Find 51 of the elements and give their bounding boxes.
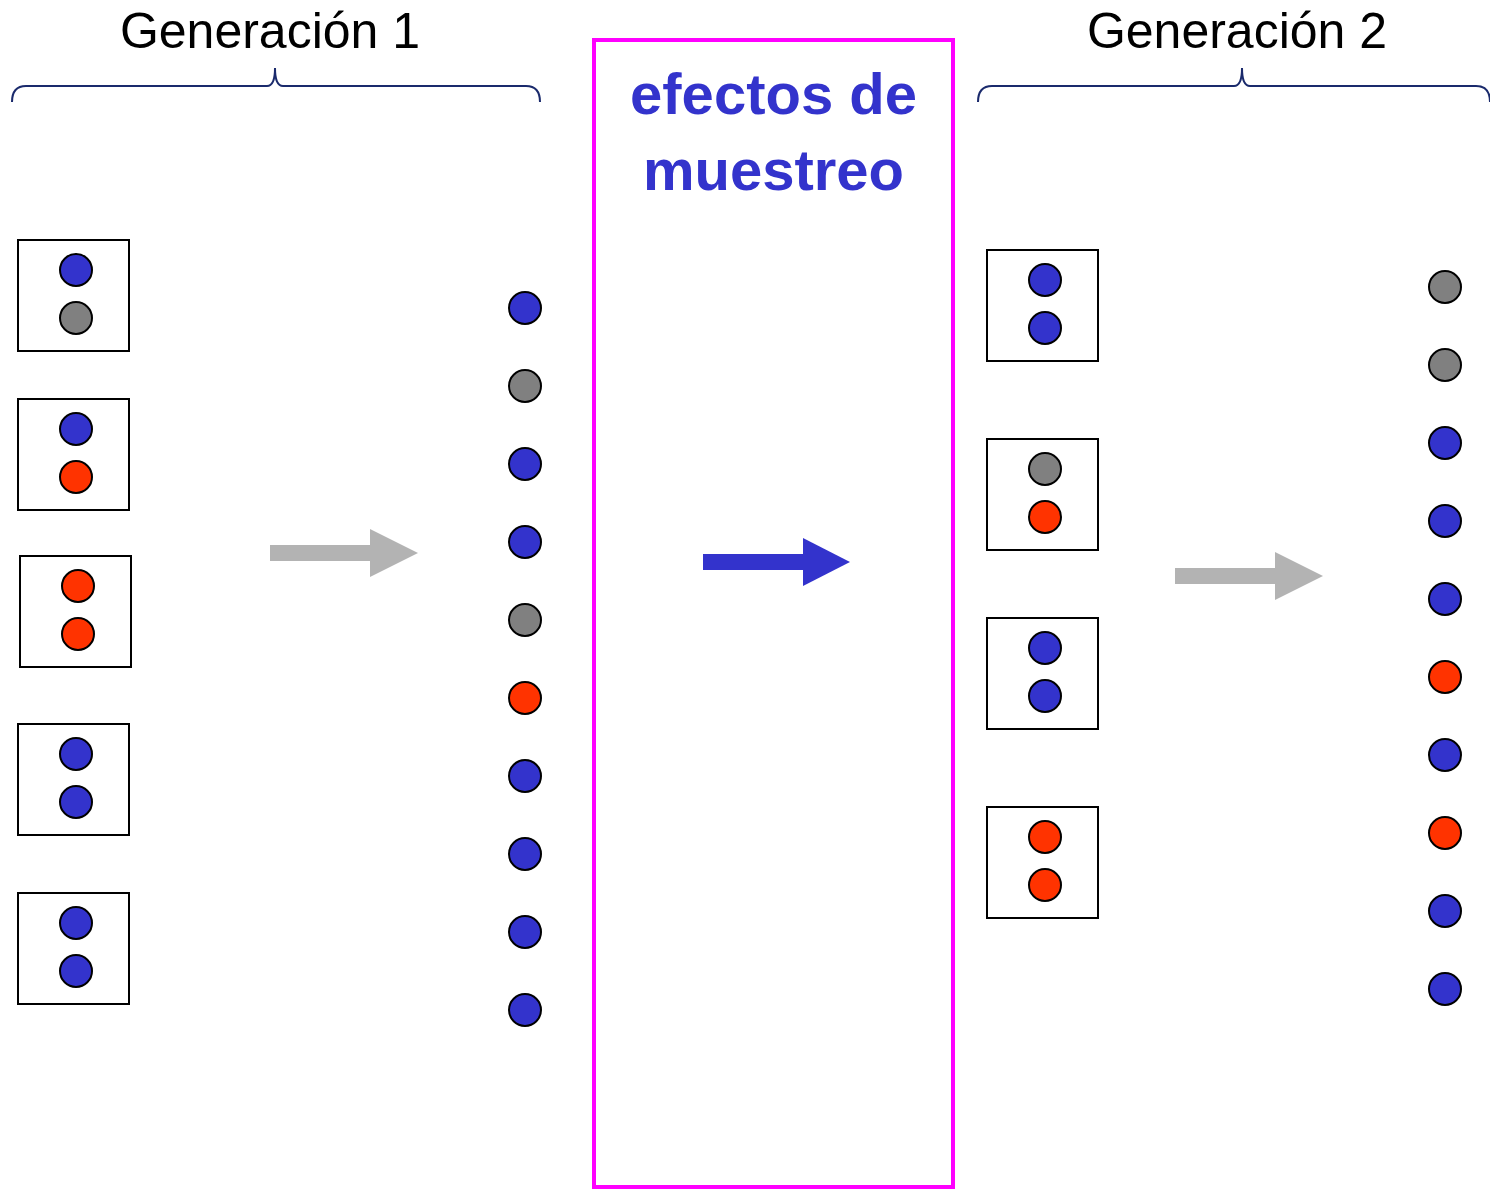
genotype-box: [19, 555, 132, 668]
allele-dot: [508, 993, 542, 1027]
allele-dot: [59, 954, 93, 988]
allele-dot: [59, 737, 93, 771]
genotype-box: [986, 617, 1099, 730]
allele-dot: [1028, 868, 1062, 902]
allele-dot: [1428, 738, 1462, 772]
allele-dot: [59, 253, 93, 287]
allele-dot: [1428, 504, 1462, 538]
allele-dot: [1028, 311, 1062, 345]
allele-dot: [1428, 816, 1462, 850]
genotype-box: [17, 239, 130, 352]
genotype-box: [986, 249, 1099, 362]
generation-heading: Generación 2: [1086, 2, 1388, 60]
allele-dot: [508, 759, 542, 793]
sampling-frame: [592, 38, 955, 1189]
genotype-box: [986, 438, 1099, 551]
allele-dot: [508, 447, 542, 481]
allele-dot: [508, 291, 542, 325]
allele-dot: [508, 369, 542, 403]
genotype-box: [17, 892, 130, 1005]
allele-dot: [1428, 660, 1462, 694]
allele-dot: [59, 412, 93, 446]
allele-dot: [1028, 452, 1062, 486]
genotype-box: [17, 723, 130, 836]
allele-dot: [59, 785, 93, 819]
allele-dot: [1028, 631, 1062, 665]
allele-dot: [1028, 500, 1062, 534]
allele-dot: [1428, 270, 1462, 304]
allele-dot: [1428, 972, 1462, 1006]
genotype-box: [986, 806, 1099, 919]
allele-dot: [1428, 348, 1462, 382]
allele-dot: [508, 681, 542, 715]
allele-dot: [1028, 263, 1062, 297]
allele-dot: [1428, 582, 1462, 616]
allele-dot: [508, 837, 542, 871]
allele-dot: [61, 569, 95, 603]
generation-heading: Generación 1: [119, 2, 421, 60]
allele-dot: [508, 525, 542, 559]
allele-dot: [1428, 426, 1462, 460]
genotype-box: [17, 398, 130, 511]
allele-dot: [59, 460, 93, 494]
frame-heading: efectos de muestreo: [629, 60, 918, 204]
allele-dot: [59, 301, 93, 335]
allele-dot: [1428, 894, 1462, 928]
allele-dot: [59, 906, 93, 940]
allele-dot: [1028, 679, 1062, 713]
allele-dot: [61, 617, 95, 651]
allele-dot: [508, 603, 542, 637]
allele-dot: [508, 915, 542, 949]
allele-dot: [1028, 820, 1062, 854]
